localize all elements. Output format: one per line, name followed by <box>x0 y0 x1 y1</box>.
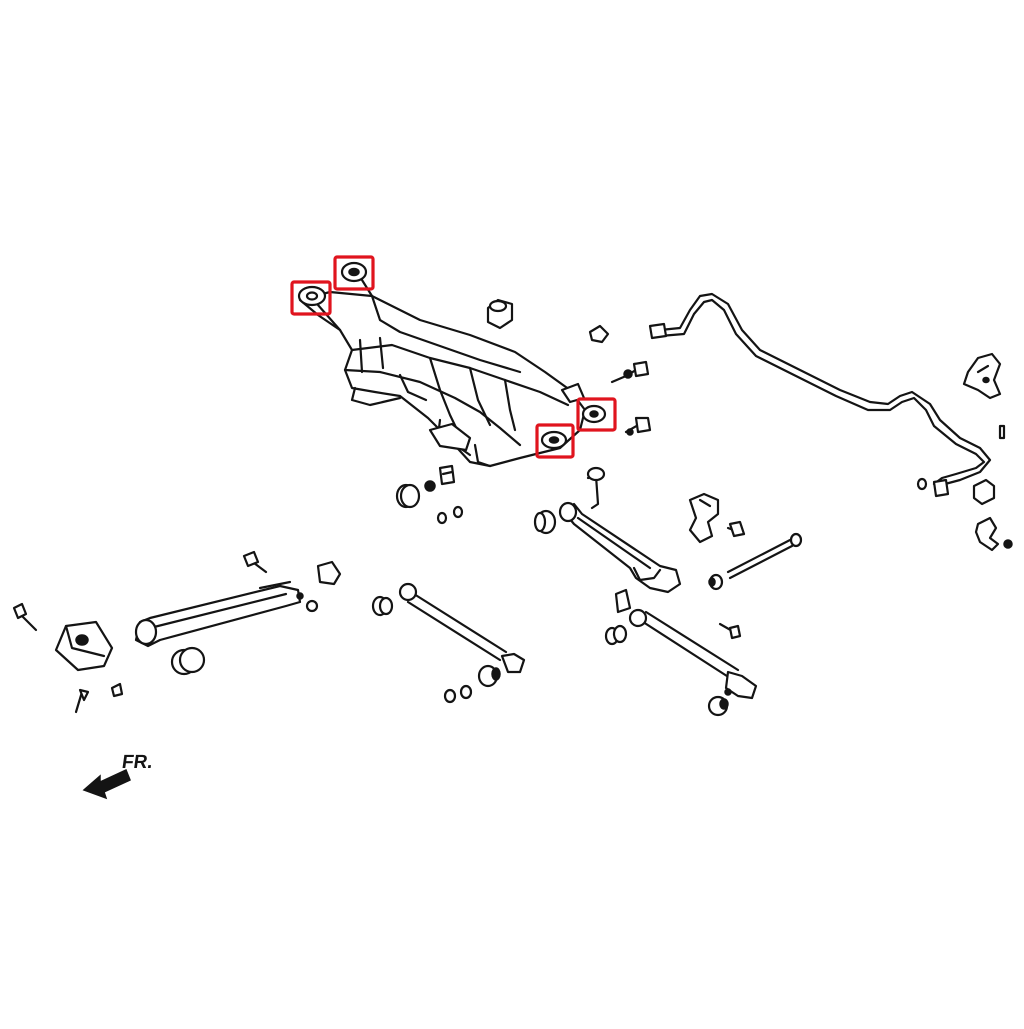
stabilizer-bar <box>648 292 992 498</box>
highlight-boxes <box>290 255 617 459</box>
highlight-box-front-right <box>333 255 375 291</box>
lateral-link-lower <box>604 588 758 717</box>
small-hardware <box>588 324 652 436</box>
stabilizer-bushings <box>916 477 1013 552</box>
toe-link-rod <box>708 532 803 591</box>
front-direction-label: FR. <box>120 752 155 773</box>
subframe-mount-bushing <box>486 298 514 330</box>
highlight-box-rear-right <box>576 397 617 432</box>
highlight-box-rear-left <box>535 423 575 459</box>
rear-subframe <box>297 261 607 468</box>
crossmember-bushings <box>395 464 464 525</box>
stabilizer-bracket <box>962 352 1006 440</box>
front-direction-arrow-icon <box>82 768 131 800</box>
highlight-box-front-left <box>290 280 332 316</box>
trailing-arm <box>134 550 342 676</box>
center-link <box>371 582 526 704</box>
lateral-link-upper <box>533 466 746 594</box>
trailing-arm-bracket <box>12 602 124 714</box>
